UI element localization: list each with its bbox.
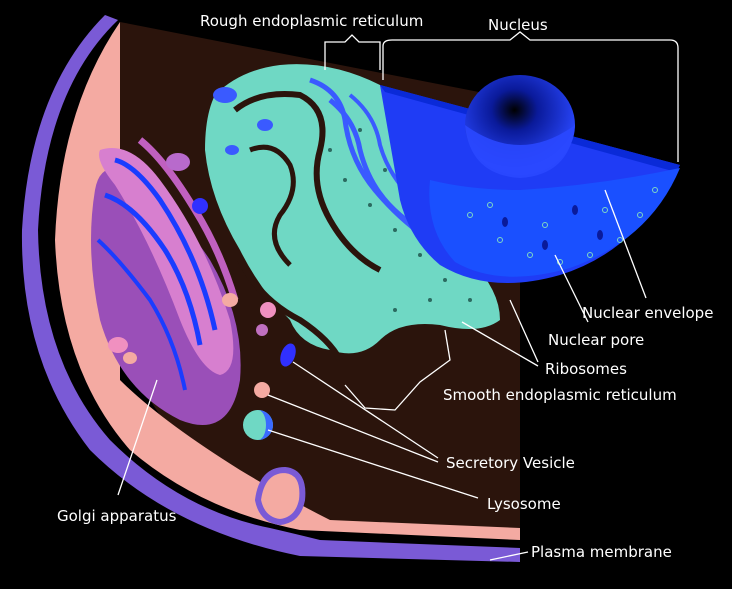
ribosomes-line-1 xyxy=(509,299,539,363)
label-nucleus: Nucleus xyxy=(488,16,548,34)
nuclear-envelope-line xyxy=(604,189,647,299)
plasma-membrane-shape xyxy=(21,15,520,562)
leader-lines xyxy=(117,31,679,561)
label-smooth-er: Smooth endoplasmic reticulum xyxy=(443,386,677,404)
labels: Rough endoplasmic reticulum Nucleus Nucl… xyxy=(57,12,713,561)
smooth-er-bracket xyxy=(344,329,451,411)
secretory-vesicle-line-1 xyxy=(292,361,439,459)
lysosome-line xyxy=(267,429,479,499)
label-lysosome: Lysosome xyxy=(487,495,561,513)
plasma-membrane-line xyxy=(489,551,529,561)
plasma-membrane-inner xyxy=(55,22,520,540)
nucleus-bracket xyxy=(382,31,679,162)
vesicles xyxy=(222,293,296,440)
secretory-vesicle-line-2 xyxy=(267,394,439,463)
label-nuclear-envelope: Nuclear envelope xyxy=(582,304,713,322)
ribosomes-line-2 xyxy=(461,321,539,367)
label-ribosomes: Ribosomes xyxy=(545,360,627,378)
label-rough-er: Rough endoplasmic reticulum xyxy=(200,12,423,30)
golgi-apparatus xyxy=(91,137,241,425)
label-golgi: Golgi apparatus xyxy=(57,507,177,525)
nucleus xyxy=(380,75,680,283)
label-secretory-vesicle: Secretory Vesicle xyxy=(446,454,575,472)
golgi-line xyxy=(117,379,158,496)
label-plasma-membrane: Plasma membrane xyxy=(531,543,672,561)
nuclear-pore-line xyxy=(554,254,589,323)
rough-er-bracket xyxy=(324,34,381,70)
label-nuclear-pore: Nuclear pore xyxy=(548,331,644,349)
membrane-bump xyxy=(254,466,306,526)
